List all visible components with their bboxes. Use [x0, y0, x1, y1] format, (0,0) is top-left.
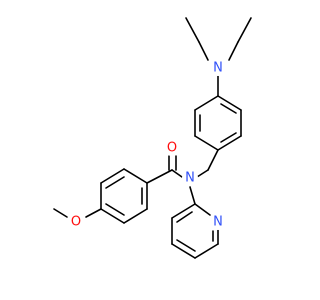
bond — [53, 208, 68, 218]
bond — [207, 149, 219, 171]
bond — [194, 203, 211, 216]
molecule-canvas: N N N O O — [53, 17, 252, 259]
bond — [198, 41, 209, 61]
atom-label-carbonyl-oxygen: O — [164, 140, 180, 156]
bond — [176, 211, 193, 223]
amide-group — [146, 155, 183, 184]
bond — [100, 168, 125, 184]
bond — [105, 203, 125, 216]
bond — [100, 208, 125, 224]
bond — [194, 243, 219, 259]
atom-label-amide-nitrogen: N — [182, 170, 198, 186]
bond — [217, 95, 242, 111]
amine-nitrogen-symbol: N — [213, 61, 223, 76]
atom-label-amine-nitrogen: N — [210, 60, 226, 76]
benzyl-ring — [194, 95, 242, 151]
bond — [194, 95, 219, 111]
diethylamino-group — [185, 17, 252, 97]
carbonyl-oxygen-symbol: O — [167, 141, 177, 156]
bond — [85, 208, 102, 218]
bond — [171, 169, 183, 178]
bond — [105, 176, 125, 189]
pyridine-nitrogen-symbol: N — [213, 215, 223, 230]
bond — [123, 208, 148, 224]
atom-label-methoxy-oxygen: O — [68, 214, 84, 230]
bond — [220, 103, 237, 114]
bond — [194, 135, 219, 151]
bond — [237, 17, 252, 43]
bond — [123, 168, 148, 184]
pyridine-ring — [171, 186, 219, 259]
bond — [189, 186, 196, 205]
amide-nitrogen-symbol: N — [185, 171, 195, 186]
bond — [228, 41, 239, 61]
bond — [171, 203, 196, 219]
structure-drawing: N N N O O — [53, 17, 252, 259]
bond — [176, 239, 196, 252]
bond — [217, 135, 242, 151]
bond — [171, 243, 196, 259]
bond — [196, 169, 209, 178]
methoxy-group — [53, 208, 102, 218]
bond — [220, 132, 237, 143]
methylene-linker — [196, 149, 219, 178]
methoxyphenyl-ring — [100, 168, 148, 224]
bond — [146, 169, 173, 184]
atom-label-pyridine-nitrogen: N — [210, 214, 226, 230]
bond — [185, 17, 200, 43]
methoxy-oxygen-symbol: O — [71, 215, 81, 230]
